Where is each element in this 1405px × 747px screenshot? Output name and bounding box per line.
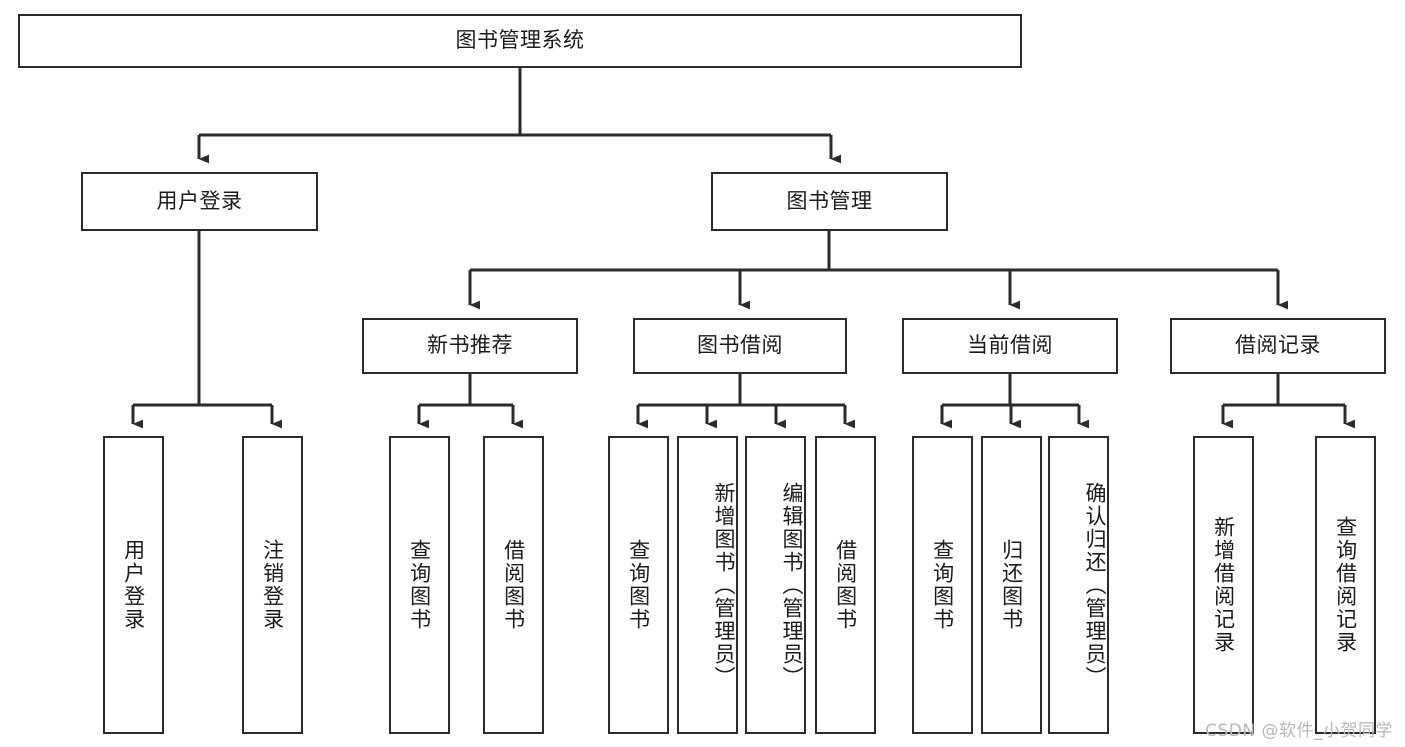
node-leaf-edit-book-admin[interactable]: 编辑图书（管理员） xyxy=(745,436,806,734)
node-book-borrow[interactable]: 图书借阅 xyxy=(633,318,847,374)
node-leaf-return-book[interactable]: 归还图书 xyxy=(981,436,1042,734)
node-new-book-recommend[interactable]: 新书推荐 xyxy=(362,318,578,374)
node-leaf-query-book-current[interactable]: 查询图书 xyxy=(912,436,973,734)
node-leaf-logout[interactable]: 注销登录 xyxy=(242,436,303,734)
node-root-system[interactable]: 图书管理系统 xyxy=(18,14,1022,68)
node-leaf-query-book-borrow[interactable]: 查询图书 xyxy=(608,436,669,734)
node-current-borrow[interactable]: 当前借阅 xyxy=(902,318,1118,374)
node-leaf-query-book-recommend[interactable]: 查询图书 xyxy=(389,436,450,734)
node-leaf-add-book-admin[interactable]: 新增图书（管理员） xyxy=(677,436,738,734)
node-leaf-query-borrow-record[interactable]: 查询借阅记录 xyxy=(1315,436,1376,734)
node-leaf-user-login[interactable]: 用户登录 xyxy=(103,436,164,734)
node-leaf-borrow-book[interactable]: 借阅图书 xyxy=(815,436,876,734)
node-leaf-borrow-book-recommend[interactable]: 借阅图书 xyxy=(483,436,544,734)
node-book-management[interactable]: 图书管理 xyxy=(711,172,948,231)
node-user-login[interactable]: 用户登录 xyxy=(81,172,318,231)
node-leaf-confirm-return-admin[interactable]: 确认归还（管理员） xyxy=(1048,436,1109,734)
csdn-watermark: CSDN @软件_小贺同学 xyxy=(1205,721,1393,741)
node-borrow-record[interactable]: 借阅记录 xyxy=(1170,318,1386,374)
node-leaf-add-borrow-record[interactable]: 新增借阅记录 xyxy=(1193,436,1254,734)
